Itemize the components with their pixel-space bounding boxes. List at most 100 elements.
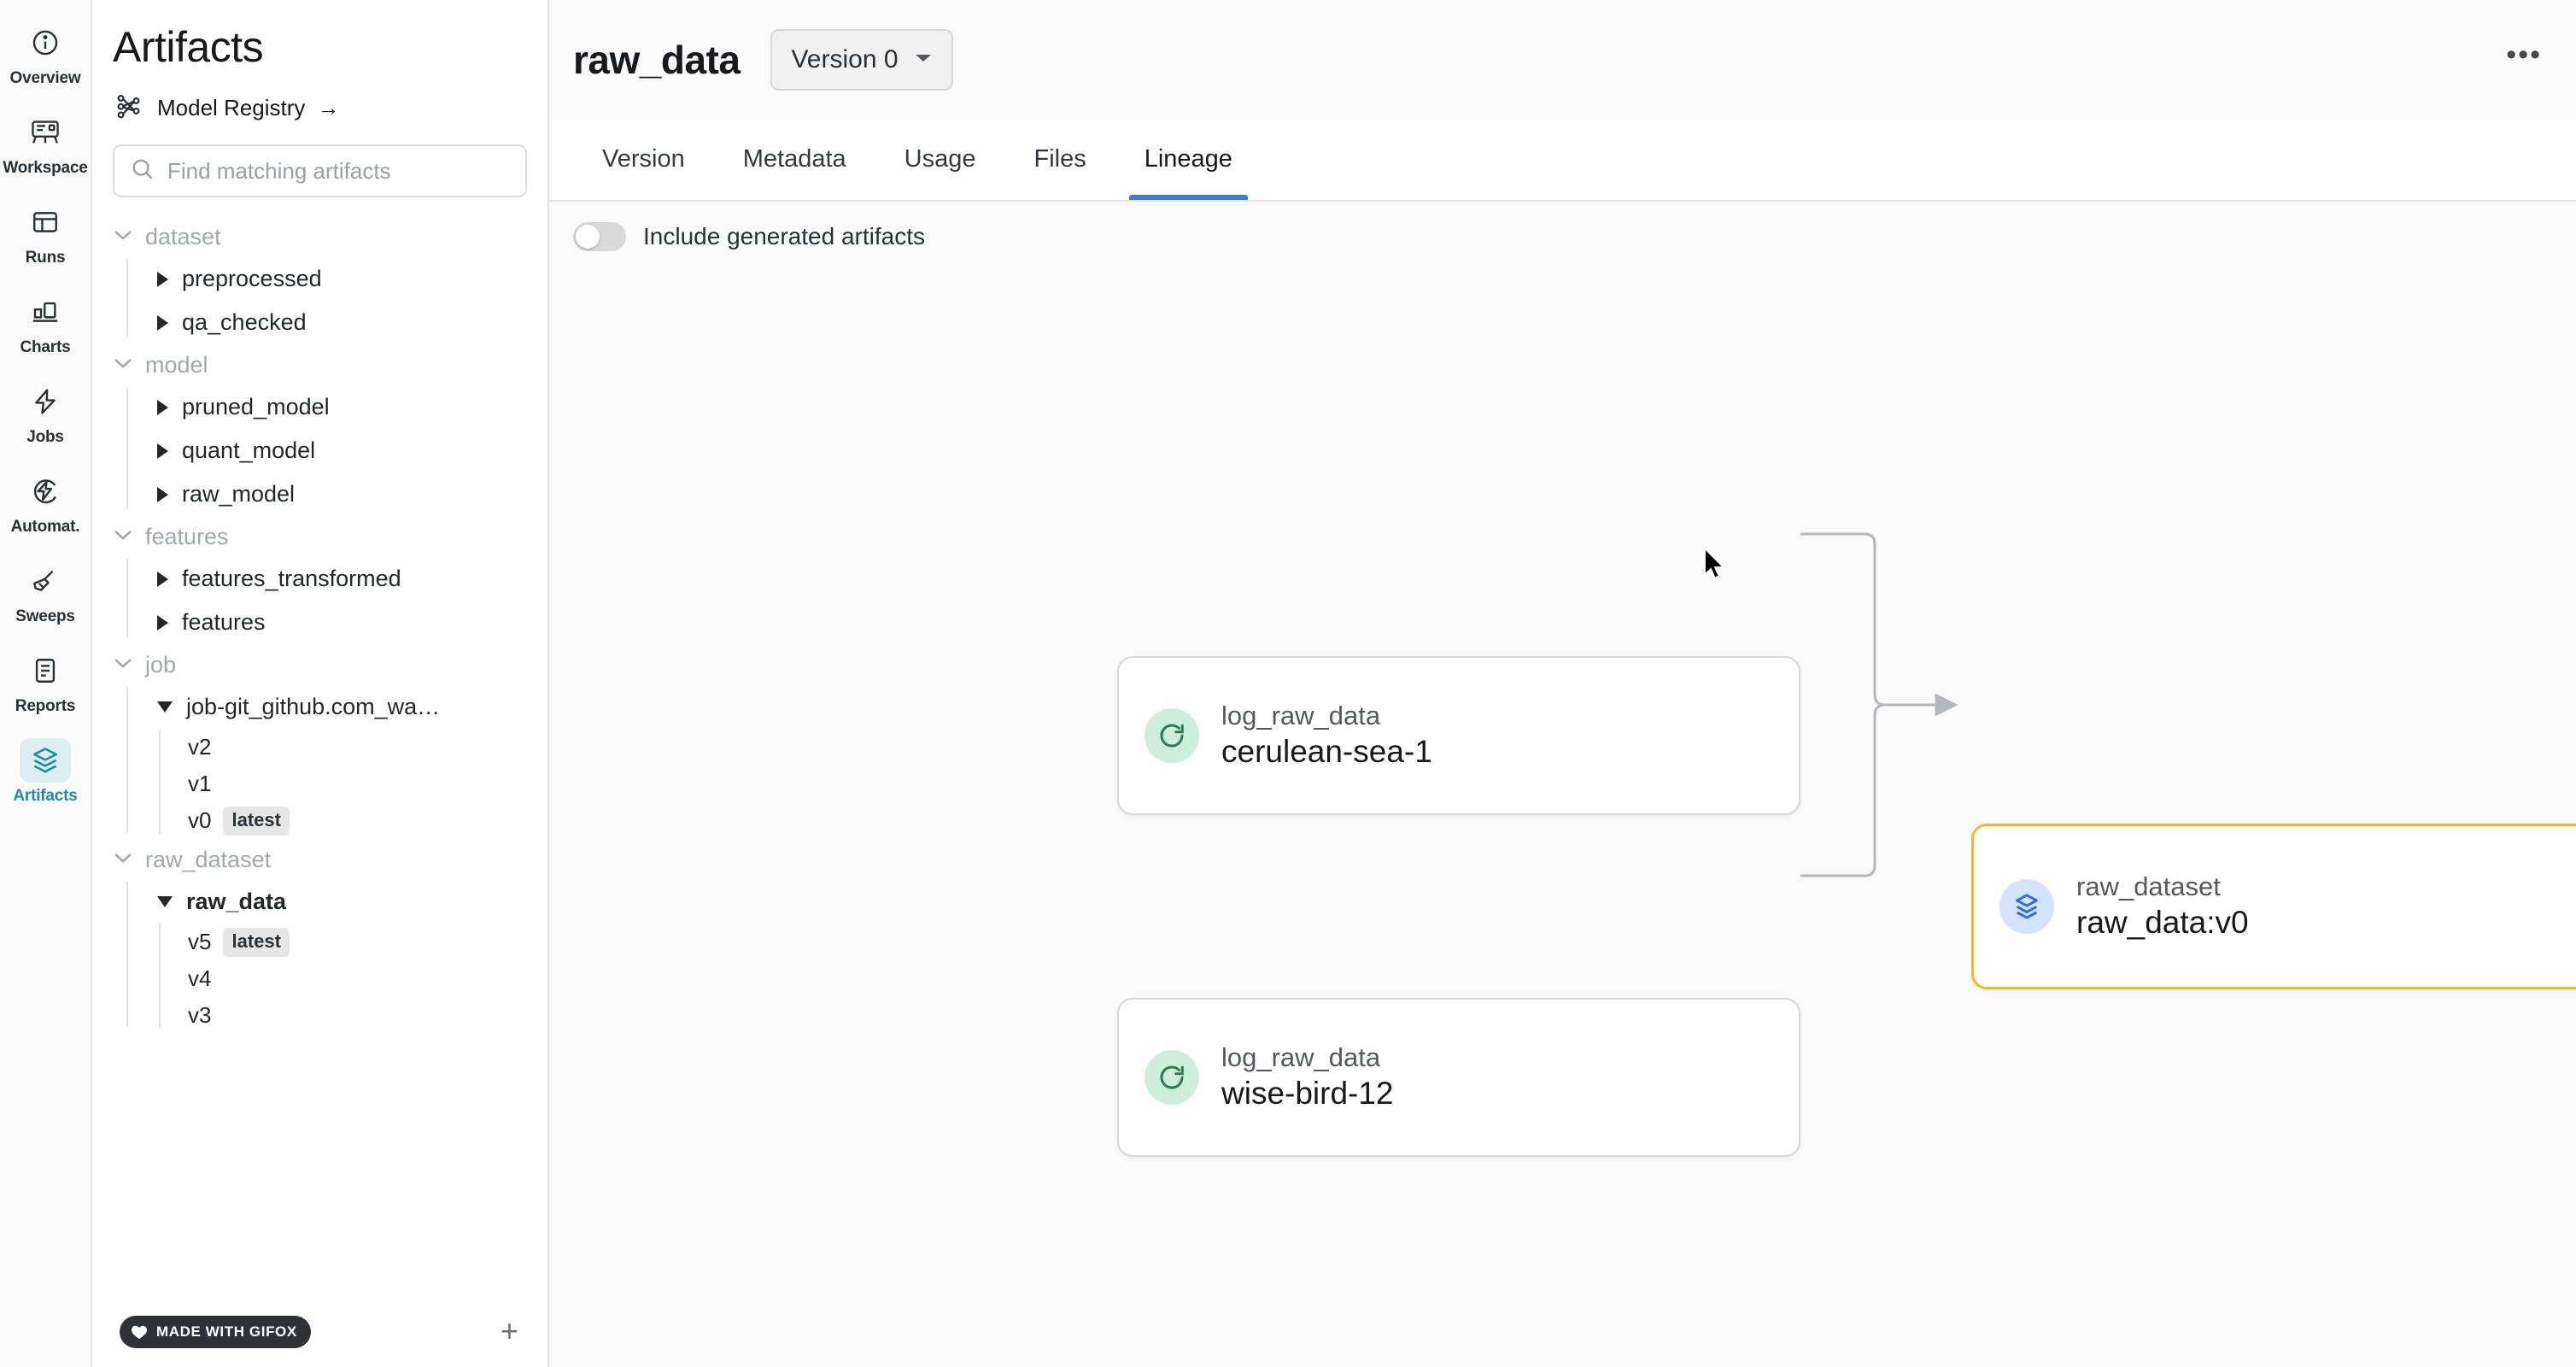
tree-node-label: job-git_github.com_wa… [186,694,441,719]
info-circle-icon [20,21,71,65]
model-registry-label: Model Registry [157,95,306,120]
main-panel: raw_data Version 0 ••• Version Metadata Us… [549,0,2576,1367]
chevron-down-icon [113,356,133,374]
add-artifact-button[interactable]: + [500,1313,518,1348]
tree-group-header[interactable]: job [92,644,547,685]
version-selector-label: Version 0 [791,45,899,73]
nav-label: Runs [25,249,66,267]
tree-node-label: preprocessed [182,266,322,291]
chevron-right-icon [157,399,168,415]
tree-node-label: features_transformed [182,566,401,591]
tree-node-pruned_model[interactable]: pruned_model [133,385,547,429]
report-icon [20,648,71,693]
artifact-tabs: Version Metadata Usage Files Lineage [549,120,2576,202]
lineage-node-subtitle: raw_dataset [2076,871,2221,901]
tab-version[interactable]: Version [573,118,714,200]
model-registry-link[interactable]: Model Registry → [92,72,547,126]
mouse-cursor [1702,547,1726,584]
tab-label: Version [602,144,685,173]
nav-label: Workspace [3,159,88,177]
chevron-right-icon [157,443,168,459]
tree-group-label: raw_dataset [145,846,272,872]
tree-version-v1[interactable]: v1 [166,766,547,802]
nav-item-charts[interactable]: Charts [4,290,86,357]
nav-item-automations[interactable]: Automat. [4,469,86,537]
tree-node-label: raw_data [186,889,287,914]
tree-node-preprocessed[interactable]: preprocessed [133,257,547,301]
tree-node-label: quant_model [182,437,316,463]
tree-group-header[interactable]: raw_dataset [92,839,547,880]
tree-group-children: preprocessed qa_checked [92,257,547,344]
tree-node-raw_model[interactable]: raw_model [133,472,547,516]
chevron-down-icon [157,896,173,907]
version-label: v4 [188,965,212,991]
search-icon [130,156,155,186]
tree-version-v3[interactable]: v3 [166,997,547,1034]
nav-item-jobs[interactable]: Jobs [4,379,86,447]
tree-group-header[interactable]: dataset [92,216,547,257]
tree-node-features[interactable]: features [133,601,547,644]
layers-icon [1999,879,2054,934]
include-generated-artifacts-toggle[interactable] [573,222,626,251]
search-input[interactable] [167,157,510,185]
tree-node-raw_data[interactable]: raw_data [133,880,547,924]
tab-lineage[interactable]: Lineage [1115,118,1262,200]
tree-version-v2[interactable]: v2 [166,729,547,766]
tree-version-v4[interactable]: v4 [166,960,547,997]
lineage-canvas[interactable]: Include generated artifacts log_raw_data… [549,202,2576,1367]
nav-label: Artifacts [13,787,78,805]
latest-badge: latest [223,927,290,957]
model-registry-icon [114,91,145,126]
tree-group-label: job [145,651,177,678]
tree-group-dataset: dataset preprocessed qa_checked [92,216,547,344]
tree-group-children: pruned_model quant_model raw_model [92,385,547,516]
tree-group-header[interactable]: features [92,516,547,557]
tree-node-label: pruned_model [182,394,330,419]
nav-label: Reports [15,697,76,715]
tab-files[interactable]: Files [1004,118,1115,200]
version-label: v1 [188,771,212,796]
chevron-down-icon [157,701,173,713]
nav-item-overview[interactable]: Overview [4,21,86,88]
nav-item-runs[interactable]: Runs [4,200,86,267]
tree-node-qa_checked[interactable]: qa_checked [133,301,547,344]
tree-group-header[interactable]: model [92,344,547,385]
tree-group-model: model pruned_model quant_model raw_model [92,344,547,516]
nav-item-artifacts[interactable]: Artifacts [4,738,86,806]
tab-label: Metadata [742,144,846,173]
tree-group-label: features [145,523,229,549]
chevron-right-icon [157,314,168,331]
artifact-search-box[interactable] [113,144,527,197]
lineage-node-name: cerulean-sea-1 [1221,734,1432,770]
tab-label: Files [1033,144,1086,173]
tab-usage[interactable]: Usage [875,118,1005,200]
bolt-icon [20,379,71,424]
toggle-knob [576,225,600,249]
version-selector[interactable]: Version 0 [770,29,953,91]
nav-item-sweeps[interactable]: Sweeps [4,559,86,626]
chevron-down-icon [113,851,133,869]
nav-label: Charts [20,338,71,356]
overflow-menu-button[interactable]: ••• [2506,38,2542,71]
tree-node-job-git_github.com_wa…[interactable]: job-git_github.com_wa… [133,685,547,729]
tree-node-quant_model[interactable]: quant_model [133,429,547,472]
version-label: v3 [188,1002,212,1028]
tab-metadata[interactable]: Metadata [714,118,875,200]
nav-item-reports[interactable]: Reports [4,648,86,716]
artifact-name: raw_data [573,38,741,82]
chevron-right-icon [157,271,168,287]
chevron-right-icon [157,614,168,631]
nav-item-workspace[interactable]: Workspace [3,110,88,178]
tree-node-features_transformed[interactable]: features_transformed [133,557,547,601]
